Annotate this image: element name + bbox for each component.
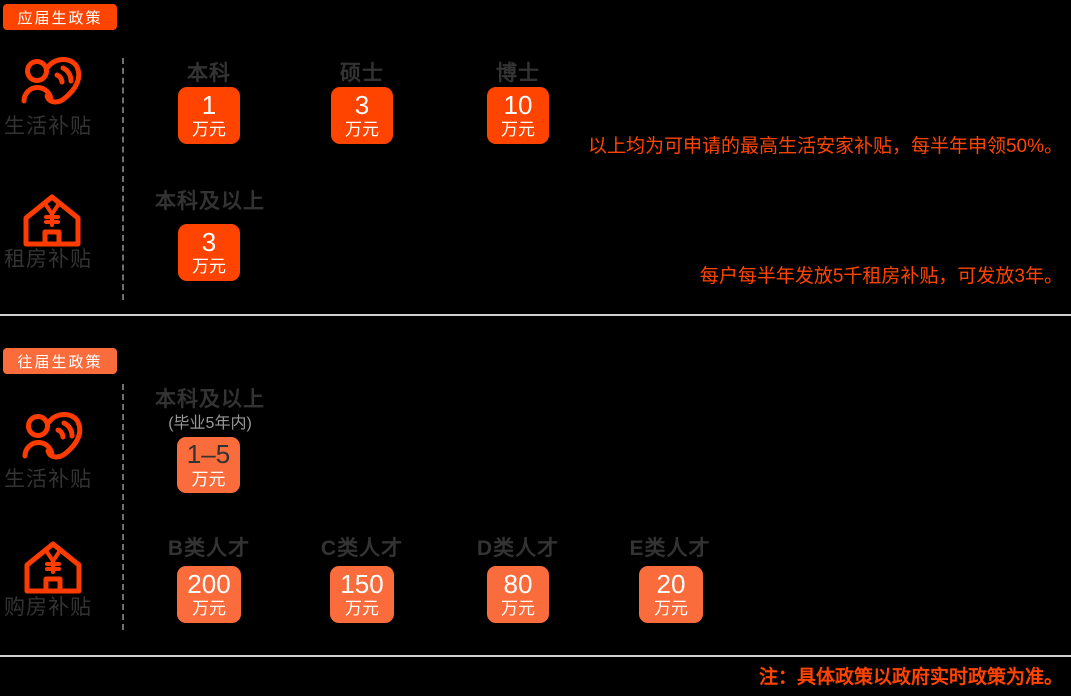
section-badge-fresh-graduate-policy: 应届生政策 xyxy=(3,4,117,30)
row-label-living-subsidy: 生活补贴 xyxy=(4,115,92,138)
value-amount: 10 xyxy=(503,89,533,120)
value-unit: 万元 xyxy=(192,120,226,140)
row-label-purchase-subsidy: 购房补贴 xyxy=(4,596,92,619)
value-unit: 万元 xyxy=(345,120,379,140)
value-unit: 万元 xyxy=(192,257,226,277)
people-heart-icon xyxy=(22,412,83,460)
column-header-talent-d: D类人才 xyxy=(476,537,560,560)
value-box-talent-e: 20 万元 xyxy=(639,566,703,623)
column-header-talent-c: C类人才 xyxy=(320,537,404,560)
column-header-phd: 博士 xyxy=(496,62,540,85)
value-unit: 万元 xyxy=(501,599,535,619)
value-amount: 150 xyxy=(340,568,384,599)
value-unit: 万元 xyxy=(191,469,226,489)
value-amount: 3 xyxy=(354,89,370,120)
column-header-master: 硕士 xyxy=(340,62,384,85)
value-box-talent-c: 150 万元 xyxy=(330,566,394,623)
value-box-talent-b: 200 万元 xyxy=(177,566,241,623)
value-box-living-range: 1–5 万元 xyxy=(177,437,240,493)
column-header-talent-e: E类人才 xyxy=(629,537,711,560)
column-subheader-within-5-years: (毕业5年内) xyxy=(168,415,252,432)
column-header-bachelor: 本科 xyxy=(187,62,231,85)
value-amount: 20 xyxy=(656,568,686,599)
value-unit: 万元 xyxy=(345,599,379,619)
value-box-talent-d: 80 万元 xyxy=(487,566,549,623)
value-amount: 200 xyxy=(187,568,231,599)
value-unit: 万元 xyxy=(192,599,226,619)
value-amount: 80 xyxy=(503,568,533,599)
footer-divider xyxy=(0,655,1071,657)
column-header-bachelor-and-above: 本科及以上 xyxy=(155,190,265,213)
people-heart-icon xyxy=(21,57,82,105)
note-rent-subsidy: 每户每半年发放5千租房补贴，可发放3年。 xyxy=(699,266,1063,287)
section-badge-previous-graduate-policy: 往届生政策 xyxy=(3,348,117,374)
column-header-bachelor-and-above: 本科及以上 xyxy=(155,388,265,411)
house-yen-icon xyxy=(23,194,81,247)
value-unit: 万元 xyxy=(501,120,535,140)
value-amount: 1 xyxy=(201,89,217,120)
section-divider xyxy=(0,314,1071,316)
value-box-phd: 10 万元 xyxy=(487,87,549,144)
house-yen-icon xyxy=(24,541,82,594)
value-box-master: 3 万元 xyxy=(331,87,393,144)
value-box-rent: 3 万元 xyxy=(178,224,240,281)
dashed-separator xyxy=(122,384,124,630)
column-header-talent-b: B类人才 xyxy=(167,537,251,560)
value-box-bachelor: 1 万元 xyxy=(178,87,240,144)
row-label-living-subsidy: 生活补贴 xyxy=(4,468,92,491)
note-living-subsidy: 以上均为可申请的最高生活安家补贴，每半年申领50%。 xyxy=(587,136,1063,157)
value-amount: 1–5 xyxy=(186,439,231,470)
value-amount: 3 xyxy=(201,226,217,257)
footer-note: 注：具体政策以政府实时政策为准。 xyxy=(758,667,1063,688)
value-unit: 万元 xyxy=(654,599,688,619)
row-label-rent-subsidy: 租房补贴 xyxy=(4,248,92,271)
dashed-separator xyxy=(122,58,124,300)
